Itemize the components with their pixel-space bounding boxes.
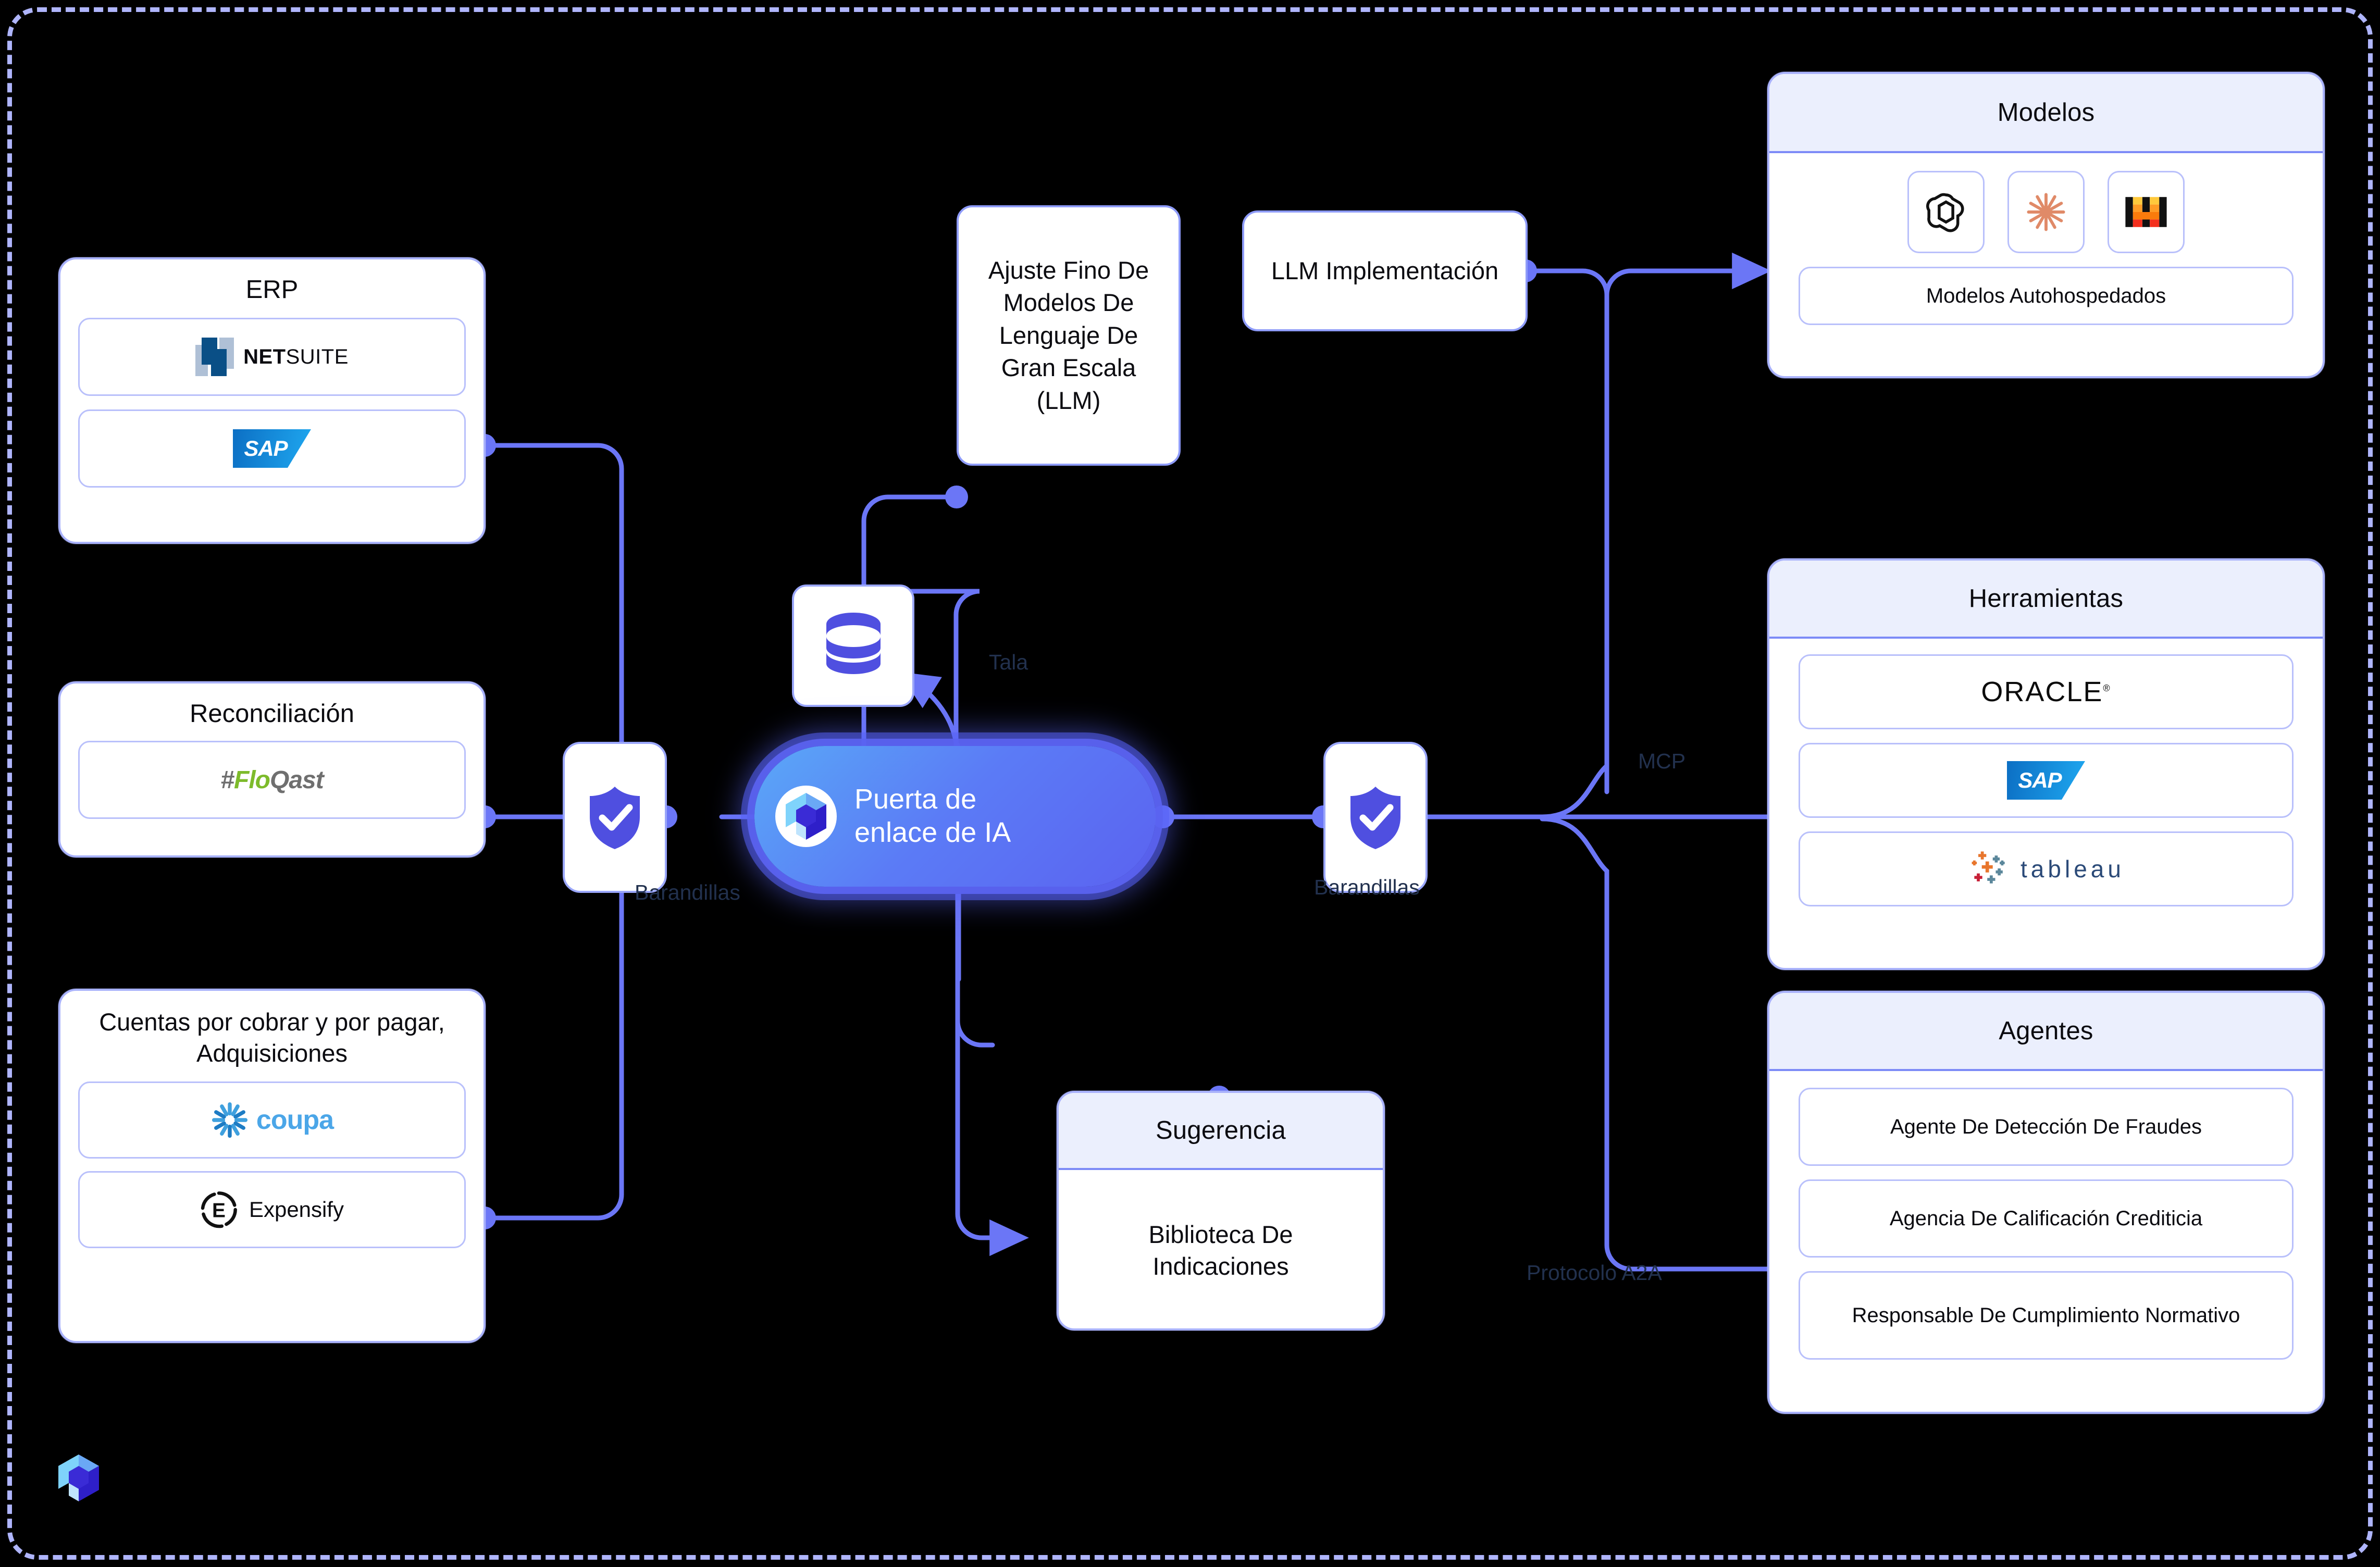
database-icon	[826, 612, 881, 674]
shield-check-icon	[590, 787, 640, 849]
tableau-wordmark: tableau	[2020, 855, 2125, 882]
tile-tableau[interactable]: tableau	[1799, 831, 2294, 906]
tableau-logo: tableau	[1967, 847, 2125, 891]
panel-title: Sugerencia	[1059, 1093, 1383, 1170]
cube-logo-icon	[786, 793, 826, 840]
panel-title: Modelos	[1769, 74, 2323, 153]
expensify-logo: E Expensify	[200, 1191, 344, 1228]
guardrail-right[interactable]	[1323, 742, 1428, 893]
model-icon-mistral[interactable]	[2108, 171, 2185, 253]
prompt-library-item[interactable]: Biblioteca De Indicaciones	[1148, 1220, 1293, 1280]
mcp-label: MCP	[1638, 749, 1686, 773]
guardrail-right-label: Barandillas	[1314, 875, 1420, 899]
agent-item-compliance[interactable]: Responsable De Cumplimiento Normativo	[1799, 1271, 2294, 1360]
deploy-box[interactable]: LLM Implementación	[1242, 210, 1528, 331]
sap-logo: SAP	[2007, 761, 2085, 800]
netsuite-logo: NETSUITE	[195, 338, 349, 376]
finetune-box[interactable]: Ajuste Fino De Modelos De Lenguaje De Gr…	[957, 205, 1181, 466]
ai-gateway-node[interactable]: Puerta de enlace de IA	[754, 746, 1156, 887]
tile-sap-tool[interactable]: SAP	[1799, 743, 2294, 818]
source-panel-ap-ar: Cuentas por cobrar y por pagar, Adquisic…	[58, 989, 486, 1343]
tile-selfhosted-models[interactable]: Modelos Autohospedados	[1799, 267, 2294, 325]
guardrail-left-label: Barandillas	[635, 880, 740, 904]
agent-item-fraud[interactable]: Agente De Detección De Fraudes	[1799, 1088, 2294, 1166]
panel-title: Herramientas	[1769, 561, 2323, 639]
mistral-logo	[2125, 197, 2167, 227]
gateway-badge	[775, 786, 837, 847]
panel-title: ERP	[245, 276, 299, 304]
coupa-logo: coupa	[210, 1101, 334, 1139]
guardrail-left[interactable]	[563, 742, 667, 893]
model-icon-openai[interactable]	[1907, 171, 1985, 253]
source-panel-erp: ERP NETSUITE SAP	[58, 257, 486, 544]
sap-logo: SAP	[233, 429, 311, 468]
output-panel-herramientas: Herramientas ORACLE® SAP	[1767, 558, 2325, 970]
panel-title: Agentes	[1769, 993, 2323, 1071]
output-panel-agentes: Agentes Agente De Detección De Fraudes A…	[1767, 991, 2325, 1414]
model-icon-claude[interactable]	[2007, 171, 2085, 253]
log-label: Tala	[989, 650, 1028, 674]
oracle-logo: ORACLE®	[1981, 676, 2111, 707]
tile-coupa[interactable]: coupa	[78, 1081, 466, 1159]
openai-logo	[1926, 193, 1964, 232]
a2a-label: Protocolo A2A	[1527, 1261, 1662, 1285]
svg-text:E: E	[212, 1200, 226, 1222]
tile-sap[interactable]: SAP	[78, 409, 466, 488]
expensify-wordmark: Expensify	[249, 1197, 344, 1222]
tile-oracle[interactable]: ORACLE®	[1799, 654, 2294, 729]
prompt-panel: Sugerencia Biblioteca De Indicaciones	[1057, 1091, 1385, 1330]
tile-netsuite[interactable]: NETSUITE	[78, 318, 466, 396]
claude-logo	[2027, 193, 2065, 231]
tile-floqast[interactable]: #FloQast	[78, 741, 466, 819]
panel-title: Reconciliación	[190, 700, 354, 728]
tile-expensify[interactable]: E Expensify	[78, 1171, 466, 1249]
gateway-label: Puerta de enlace de IA	[854, 784, 1011, 848]
coupa-wordmark: coupa	[256, 1105, 334, 1136]
cube-logo-icon	[58, 1454, 99, 1501]
log-store[interactable]	[792, 584, 914, 707]
floqast-logo: #FloQast	[220, 766, 324, 794]
output-panel-modelos: Modelos	[1767, 72, 2325, 378]
panel-title: Cuentas por cobrar y por pagar, Adquisic…	[99, 1008, 445, 1067]
agent-item-credit[interactable]: Agencia De Calificación Crediticia	[1799, 1179, 2294, 1258]
source-panel-reconciliation: Reconciliación #FloQast	[58, 681, 486, 857]
watermark	[56, 1453, 117, 1502]
shield-check-icon	[1350, 787, 1400, 849]
